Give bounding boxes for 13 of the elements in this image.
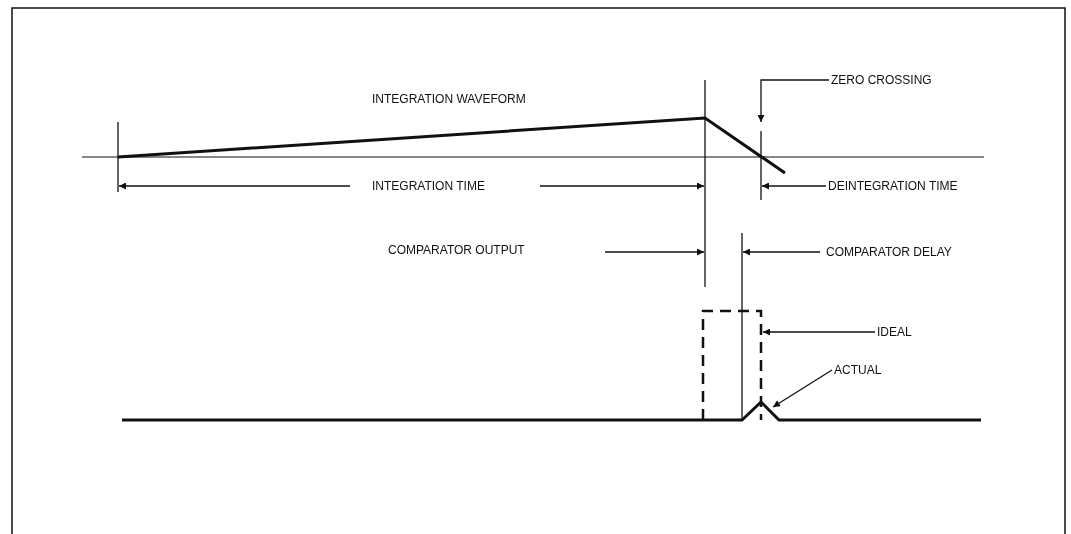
leader-line xyxy=(762,328,876,336)
dimension-label: DEINTEGRATION TIME xyxy=(828,179,958,193)
dimension-label: COMPARATOR OUTPUT xyxy=(388,243,525,257)
callout-label: IDEAL xyxy=(877,325,912,339)
callout-label: ZERO CROSSING xyxy=(831,73,932,87)
leader-line xyxy=(772,369,833,408)
actual-output-trace xyxy=(122,399,981,422)
dimension-label: INTEGRATION TIME xyxy=(372,179,485,193)
ideal-pulse xyxy=(701,309,763,420)
waveform-label: INTEGRATION WAVEFORM xyxy=(372,92,526,106)
leader-line xyxy=(757,79,830,123)
dimension-label: COMPARATOR DELAY xyxy=(826,245,952,259)
callout-label: ACTUAL xyxy=(834,363,882,377)
